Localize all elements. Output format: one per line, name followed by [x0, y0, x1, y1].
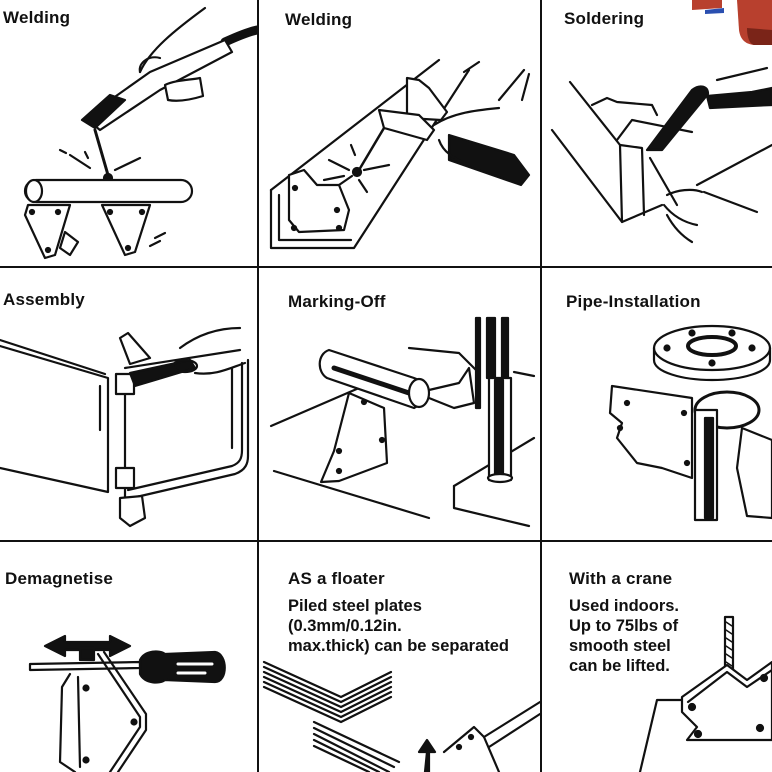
- panel-floater: AS a floater Piled steel plates (0.3mm/0…: [259, 542, 540, 772]
- crane-illustration: [638, 615, 772, 772]
- panel-welding-pipe: Welding: [0, 0, 257, 266]
- panel-title: Welding: [285, 10, 353, 29]
- grid-divider-horizontal-1: [0, 266, 772, 268]
- panel-assembly: Assembly: [0, 268, 257, 540]
- panel-title: Soldering: [564, 9, 645, 28]
- panel-title: Welding: [3, 8, 71, 27]
- description-line: smooth steel: [569, 637, 671, 655]
- lower-plate-stack: [312, 720, 401, 772]
- panel-marking-off: Marking-Off: [259, 268, 540, 540]
- description-line: Used indoors.: [569, 597, 680, 615]
- panel-welding-angle: Welding: [259, 0, 540, 266]
- panel-title: Assembly: [3, 290, 85, 309]
- panel-title: Pipe-Installation: [566, 292, 701, 311]
- panel-title: Marking-Off: [288, 292, 386, 311]
- panel-description: Used indoors. Up to 75lbs of smooth stee…: [569, 596, 679, 676]
- pipe-installation-illustration: [608, 324, 772, 522]
- description-line: max.thick) can be separated: [288, 637, 510, 655]
- panel-demagnetise: Demagnetise: [0, 542, 257, 772]
- description-line: Up to 75lbs of: [569, 617, 679, 635]
- assembly-illustration: [0, 326, 250, 528]
- soldering-illustration: [550, 0, 772, 244]
- panel-soldering: Soldering: [542, 0, 772, 266]
- description-line: (0.3mm/0.12in.: [288, 617, 402, 635]
- panel-pipe-installation: Pipe-Installation: [542, 268, 772, 540]
- demagnetise-illustration: [28, 634, 226, 772]
- panel-crane: With a crane Used indoors. Up to 75lbs o…: [542, 542, 772, 772]
- description-line: Piled steel plates: [288, 597, 422, 615]
- marking-off-illustration: [269, 316, 536, 528]
- panel-title: AS a floater: [288, 569, 385, 588]
- grid-divider-vertical-1: [257, 0, 259, 772]
- grid-divider-horizontal-2: [0, 540, 772, 542]
- floater-illustration: [262, 660, 540, 772]
- panel-description: Piled steel plates (0.3mm/0.12in. max.th…: [288, 596, 509, 656]
- grid-divider-vertical-2: [540, 0, 542, 772]
- welding-pipe-illustration: [23, 6, 257, 260]
- panel-title: With a crane: [569, 569, 673, 588]
- welding-angle-illustration: [269, 58, 531, 250]
- panel-title: Demagnetise: [5, 569, 114, 588]
- description-line: can be lifted.: [569, 657, 670, 675]
- upper-plate-stack: [262, 660, 393, 724]
